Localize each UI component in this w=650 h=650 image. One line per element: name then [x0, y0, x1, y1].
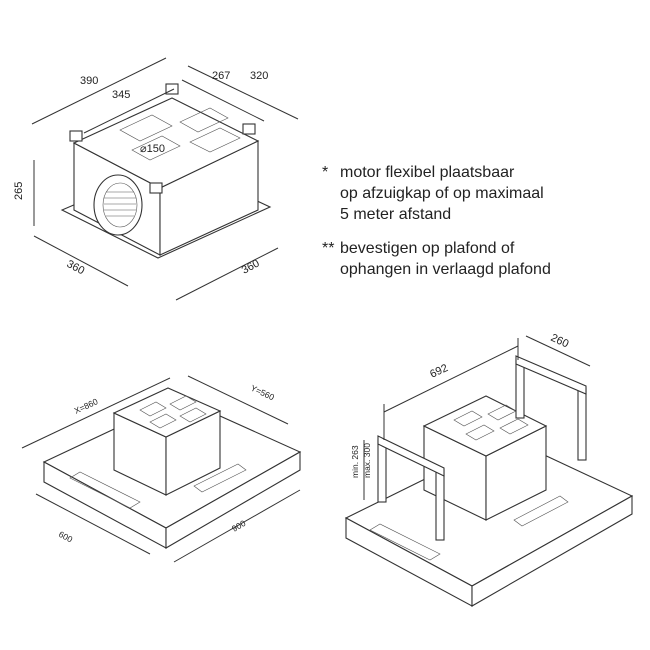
note-motor-placement: * motor flexibel plaatsbaar op afzuigkap … [322, 162, 544, 225]
mounted-hood-drawing: 692 260 min. 263 max. 300 [344, 332, 634, 607]
dim-y-label: Y=560 [249, 383, 276, 403]
hood-motor-top-pattern [139, 395, 207, 429]
mount-bracket-right [515, 355, 587, 461]
dim-min-label: min. 263 [350, 445, 360, 478]
motor-fan-blades [104, 191, 136, 217]
motor-tab-front [149, 182, 163, 194]
bracket-right-post-a [515, 359, 525, 419]
motor-tab-left [69, 130, 83, 142]
dim-320-label: 320 [250, 70, 268, 82]
dim-max-label: max. 300 [362, 443, 372, 478]
hood-side-edge [165, 451, 301, 549]
hood-drawing: X=860 Y=560 600 900 [21, 375, 302, 563]
note1-line2: op afzuigkap of op maximaal [340, 185, 544, 202]
dim-692-label: 692 [428, 362, 450, 381]
motor-unit-drawing: 390 345 267 320 265 360 360 ⌀150 [13, 57, 299, 301]
hood-dimension-lines [21, 375, 301, 563]
bracket-left-beam [377, 435, 445, 477]
dim-267-label: 267 [212, 70, 230, 82]
mount-hood-side-edge [471, 495, 633, 607]
note2-line1: bevestigen op plafond of [340, 240, 515, 257]
bracket-left-post-b [435, 469, 445, 541]
motor-tab-top [165, 83, 179, 95]
bracket-right-post-b [577, 387, 587, 461]
hood-filter-right [193, 463, 247, 493]
dim-diameter-label: ⌀150 [140, 143, 165, 155]
motor-dimension-lines [31, 57, 299, 301]
bracket-right-beam [515, 355, 587, 395]
motor-fan-wheel [102, 182, 138, 228]
note-mounting: ** bevestigen op plafond of ophangen in v… [322, 238, 551, 280]
motor-tab-right [242, 123, 256, 135]
dim-360-right-label: 360 [240, 257, 262, 276]
hood-filter-left [69, 471, 141, 509]
dim-600-label: 600 [57, 529, 74, 545]
note1-line3: 5 meter afstand [340, 206, 452, 223]
dim-360-left-label: 360 [65, 258, 87, 277]
note2-asterisks: ** [322, 240, 335, 257]
note2-line2: ophangen in verlaagd plafond [340, 261, 551, 278]
mount-dimension-lines [363, 335, 591, 500]
dim-265-label: 265 [13, 182, 25, 200]
motor-outlet-ring [93, 174, 143, 236]
motor-top-pattern [119, 107, 241, 161]
dim-390-label: 390 [80, 75, 98, 87]
bracket-left-post-a [377, 439, 387, 503]
note1-asterisk: * [322, 164, 329, 181]
mount-bracket-left [377, 435, 445, 541]
mount-filter-left [369, 523, 441, 561]
dim-345-label: 345 [112, 89, 130, 101]
motor-top-face [72, 97, 260, 189]
mount-filter-right [513, 495, 569, 527]
dim-900-label: 900 [230, 518, 248, 534]
note1-line1: motor flexibel plaatsbaar [340, 164, 515, 181]
